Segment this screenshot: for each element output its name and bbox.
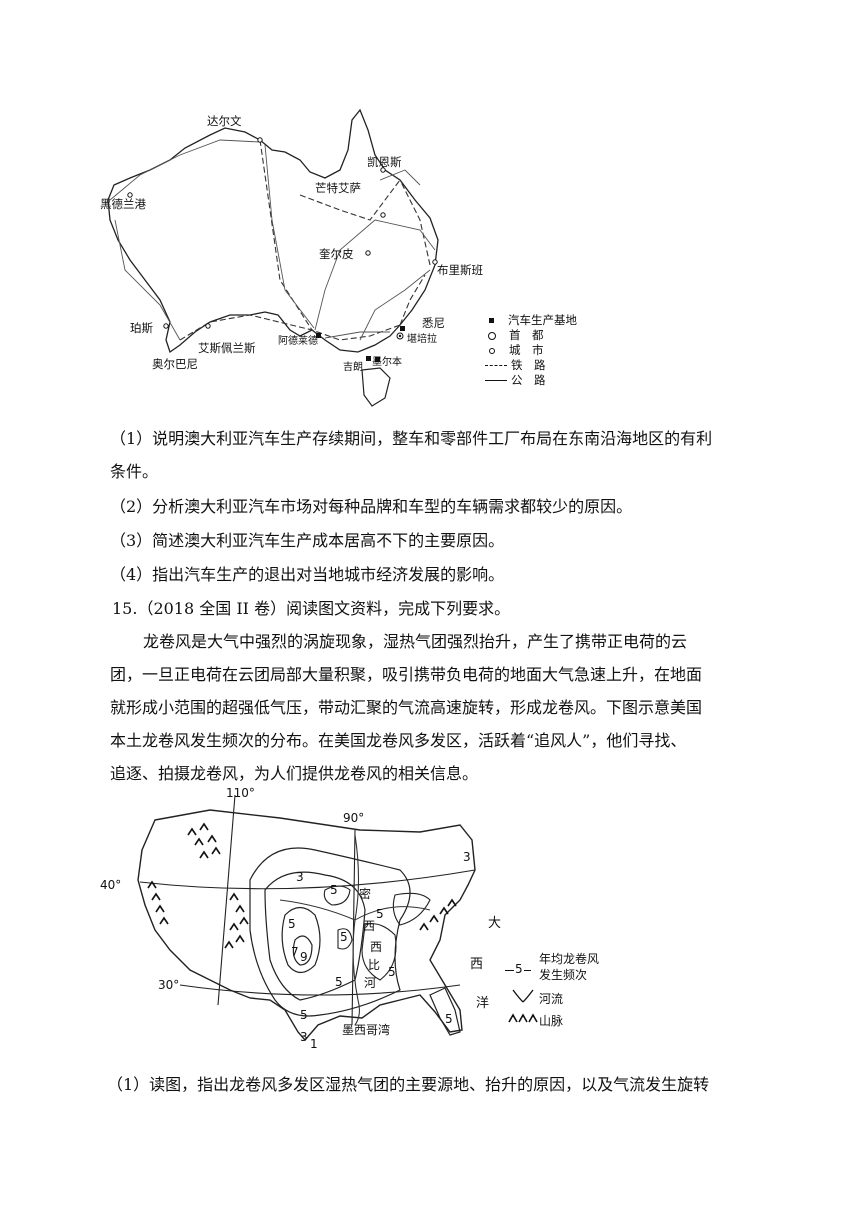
river-char: 西	[363, 919, 376, 933]
rail-symbol	[485, 365, 507, 366]
contour-label: 5	[335, 975, 343, 989]
mountain-legend-label: 山脉	[539, 1014, 564, 1028]
q15-passage-5: 追逐、拍摄龙卷风，为人们提供龙卷风的相关信息。	[110, 764, 479, 783]
q14-4: （4）指出汽车生产的退出对当地城市经济发展的影响。	[110, 565, 505, 584]
road-symbol	[485, 380, 507, 381]
legend-city: 城 市	[509, 343, 544, 357]
river-char: 比	[368, 958, 381, 972]
contour-label: 5	[445, 1012, 453, 1026]
australia-map: 达尔文 凯恩斯 黑德兰港 芒特艾萨 奎尔皮 布里斯班 珀斯 奥尔巴尼 艾斯佩兰斯…	[100, 100, 600, 420]
city-perth: 珀斯	[130, 321, 153, 335]
lat-40-label: 40°	[100, 878, 122, 892]
q14-1-line2: 条件。	[110, 462, 159, 481]
q14-1-line1: （1）说明澳大利亚汽车生产存续期间，整车和零部件工厂布局在东南沿海地区的有利	[110, 429, 713, 448]
contour-legend-value: 5	[514, 962, 524, 976]
usa-tornado-map: 110° 90° 40° 30° 3 5 5 5 5 7 9 5 5 5 5 3…	[100, 786, 640, 1060]
usa-outline	[137, 794, 476, 1042]
contour-label: 5	[376, 907, 384, 921]
q14-2: （2）分析澳大利亚汽车市场对每种品牌和车型的车辆需求都较少的原因。	[110, 497, 633, 516]
gulf-of-mexico-label: 墨西哥湾	[342, 1023, 391, 1037]
ocean-char: 洋	[476, 996, 490, 1011]
city-esperance: 艾斯佩兰斯	[198, 341, 256, 355]
river-char: 密	[359, 887, 372, 901]
city-melbourne: 墨尔本	[372, 357, 402, 368]
mountain-legend-icon	[508, 1013, 538, 1023]
q15-passage-2: 团，一旦正电荷在云团局部大量积聚，吸引携带负电荷的地面大气急速上升，在地面	[110, 665, 703, 684]
q15-passage-1: 龙卷风是大气中强烈的涡旋现象，湿热气团强烈抬升，产生了携带正电荷的云	[143, 632, 688, 651]
city-albany: 奥尔巴尼	[152, 357, 198, 371]
city-adelaide: 阿德莱德	[278, 336, 318, 347]
contour-label: 3	[300, 1030, 308, 1044]
legend-car-base: 汽车生产基地	[508, 313, 577, 327]
contour-legend-label-1: 年均龙卷风	[539, 952, 600, 966]
contour-label: 5	[288, 917, 296, 931]
australia-outline	[107, 108, 439, 407]
contour-label: 3	[463, 850, 471, 864]
q15-passage-4: 本土龙卷风发生频次的分布。在美国龙卷风多发区，活跃着“追风人”，他们寻找、	[110, 731, 687, 750]
contour-label: 1	[310, 1037, 318, 1051]
contour-label: 5	[388, 965, 396, 979]
river-legend-icon	[512, 989, 534, 1003]
contour-label: 5	[300, 1008, 308, 1022]
city-canberra: 堪培拉	[407, 334, 437, 345]
city-mount-isa: 芒特艾萨	[315, 181, 361, 195]
q15-header: 15.（2018 全国 II 卷）阅读图文资料，完成下列要求。	[112, 599, 511, 618]
lon-110-label: 110°	[226, 786, 255, 800]
contour-label: 5	[340, 930, 348, 944]
legend-rail: 铁 路	[511, 358, 546, 372]
contour-label: 9	[300, 950, 308, 964]
contour-label: 7	[291, 945, 299, 959]
lat-30-label: 30°	[158, 978, 180, 992]
map1-legend: 汽车生产基地 首 都 城 市 铁 路 公 路	[485, 312, 600, 402]
map2-legend: 5 年均龙卷风 发生频次 河流 山脉	[505, 950, 640, 1035]
contour-label: 5	[330, 883, 338, 897]
city-quilpie: 奎尔皮	[319, 247, 354, 261]
legend-road: 公 路	[511, 373, 546, 387]
q15-1: （1）读图，指出龙卷风多发区湿热气团的主要源地、抬升的原因，以及气流发生旋转	[107, 1075, 710, 1094]
city-symbol	[489, 347, 495, 354]
contour-label: 3	[296, 870, 304, 884]
river-char: 河	[364, 976, 377, 990]
q15-passage-3: 就形成小范围的超强低气压，带动汇聚的气流高速旋转，形成龙卷风。下图示意美国	[110, 698, 703, 717]
river-char: 西	[370, 940, 383, 954]
capital-symbol	[488, 331, 496, 340]
lon-90-label: 90°	[343, 811, 365, 825]
q14-3: （3）简述澳大利亚汽车生产成本居高不下的主要原因。	[110, 531, 505, 550]
legend-capital: 首 都	[509, 328, 544, 342]
city-geelong: 吉朗	[343, 362, 363, 373]
city-port-hedland: 黑德兰港	[100, 197, 146, 211]
ocean-char: 西	[470, 957, 484, 972]
city-sydney: 悉尼	[422, 316, 445, 330]
car-base-symbol	[489, 318, 494, 323]
city-brisbane: 布里斯班	[437, 263, 483, 277]
contour-legend-label-2: 发生频次	[539, 968, 588, 982]
ocean-char: 大	[488, 916, 502, 931]
river-legend-label: 河流	[539, 992, 564, 1006]
city-darwin: 达尔文	[207, 114, 242, 128]
city-cairns: 凯恩斯	[367, 155, 402, 169]
